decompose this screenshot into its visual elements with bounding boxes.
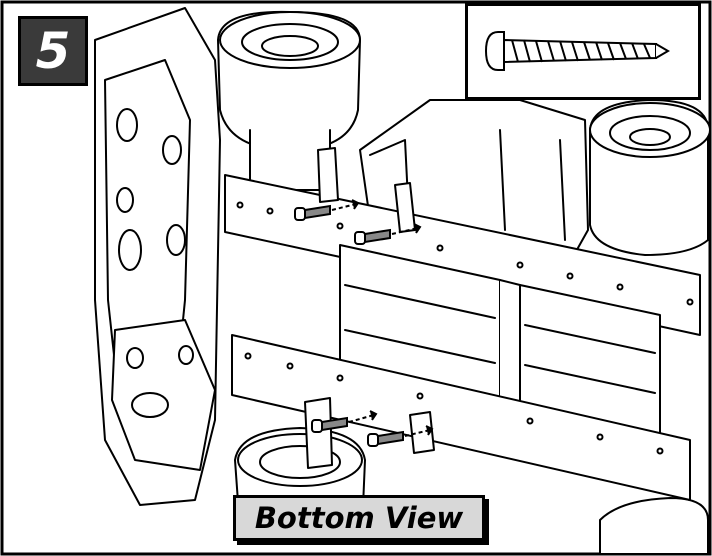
step-number-badge: 5 xyxy=(18,16,88,86)
screw-3 xyxy=(311,410,378,433)
screw-4 xyxy=(367,425,434,447)
left-chassis-wall xyxy=(94,7,221,506)
screw-detail-inset xyxy=(465,3,701,100)
frame-crossbar-lower xyxy=(231,334,691,501)
screw-1 xyxy=(294,199,360,221)
wheel-top-left xyxy=(217,10,361,191)
screw-icon xyxy=(484,31,670,71)
screws xyxy=(294,199,434,447)
wheel-top-right xyxy=(589,99,711,256)
screw-2 xyxy=(354,223,422,245)
frame-crossbar-upper xyxy=(224,174,701,336)
wheel-bottom-right xyxy=(599,497,709,555)
mounting-bracket-upper xyxy=(317,147,416,233)
view-label: Bottom View xyxy=(233,495,485,541)
